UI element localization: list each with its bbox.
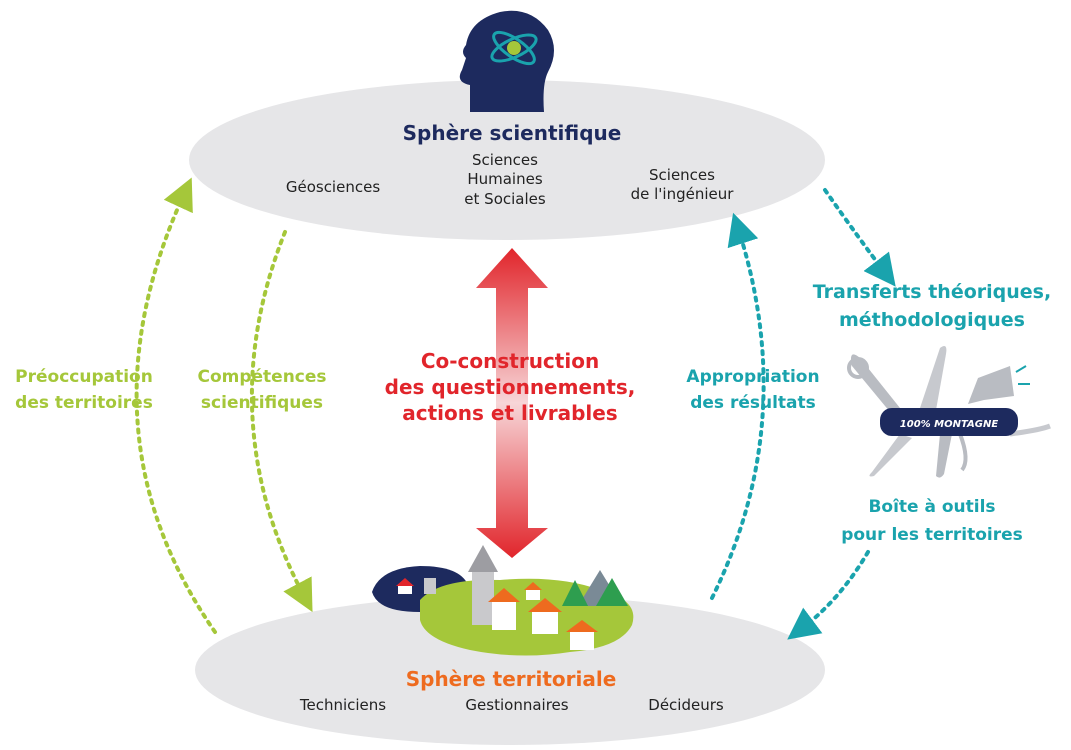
transfers-label-line2: méthodologiques	[839, 309, 1025, 331]
territorial-sphere-title: Sphère territoriale	[406, 667, 617, 691]
co-construction-line1: Co-construction	[421, 349, 599, 373]
co-construction-line3: actions et livrables	[402, 401, 617, 425]
actor-gestionnaires: Gestionnaires	[465, 696, 568, 714]
teal-inner-arrow	[710, 212, 766, 600]
head-atom-icon	[459, 10, 554, 112]
teal-transfer-arrow	[823, 188, 896, 287]
scientific-sphere-title: Sphère scientifique	[403, 121, 622, 145]
village-illustration	[372, 545, 634, 656]
left-inner-label-line1: Compétences	[197, 367, 326, 387]
field-shs-line2: Humaines	[467, 170, 542, 188]
right-inner-label-line2: des résultats	[690, 393, 816, 413]
swiss-army-knife-icon: 100% MONTAGNE	[847, 346, 1051, 478]
left-outer-label-line2: des territoires	[15, 393, 153, 413]
toolbox-label-line2: pour les territoires	[841, 525, 1023, 545]
actor-decideurs: Décideurs	[648, 696, 724, 714]
territorial-sphere	[195, 595, 825, 745]
right-inner-label-line1: Appropriation	[686, 367, 819, 387]
left-outer-label-line1: Préoccupation	[15, 367, 153, 387]
green-outer-arrow	[134, 177, 217, 634]
teal-toolbox-arrow	[787, 550, 870, 640]
actor-techniciens: Techniciens	[299, 696, 386, 714]
scientific-sphere	[189, 80, 825, 240]
field-shs-line3: et Sociales	[464, 190, 546, 208]
left-inner-label-line2: scientifiques	[201, 393, 323, 413]
field-geosciences: Géosciences	[286, 178, 380, 196]
co-construction-double-arrow	[476, 248, 548, 558]
field-engineering-line2: de l'ingénieur	[631, 185, 735, 203]
knife-label: 100% MONTAGNE	[900, 419, 999, 430]
toolbox-label-line1: Boîte à outils	[868, 497, 995, 517]
co-construction-line2: des questionnements,	[385, 375, 636, 399]
field-engineering-line1: Sciences	[649, 166, 715, 184]
transfers-label-line1: Transferts théoriques,	[813, 281, 1051, 303]
field-shs-line1: Sciences	[472, 151, 538, 169]
green-inner-arrow	[249, 230, 313, 613]
